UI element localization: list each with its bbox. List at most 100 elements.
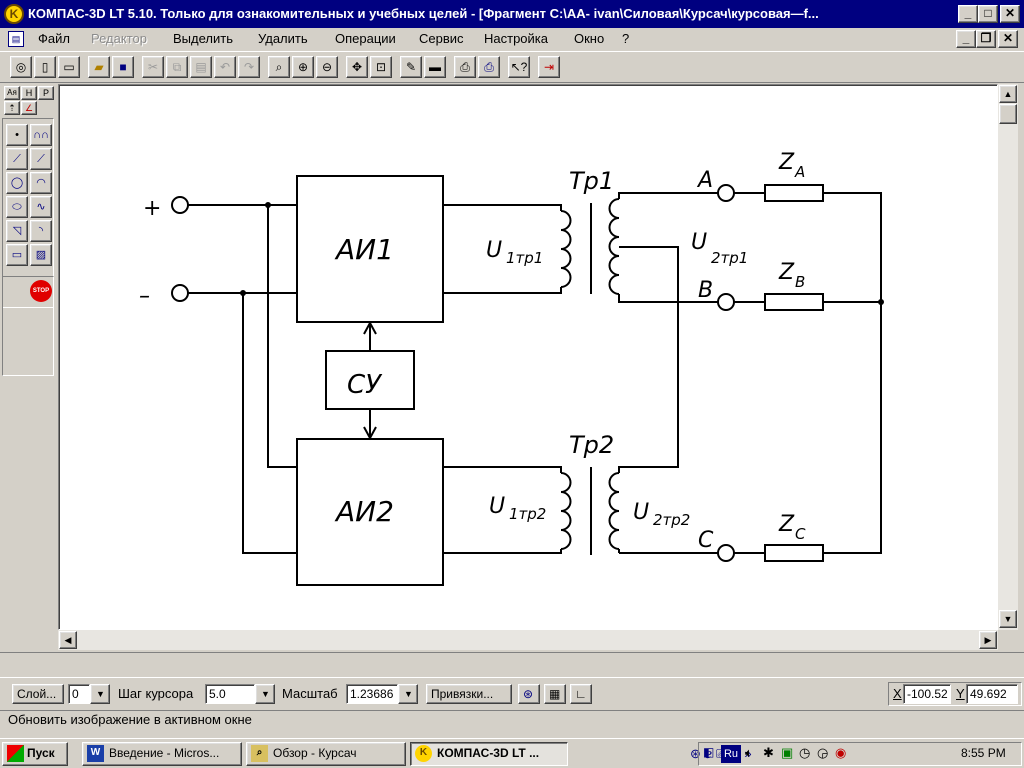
title-bar[interactable]: K КОМПАС-3D LT 5.10. Только для ознакоми…	[0, 0, 1024, 28]
layer-dropdown[interactable]: ▼	[90, 684, 110, 704]
minus-label: –	[139, 284, 150, 309]
fit-all-button[interactable]: ⊡	[370, 56, 392, 78]
task-explorer[interactable]: ⌕ Обзор - Курсач	[246, 742, 406, 766]
x-coordinate[interactable]: -100.52	[903, 684, 951, 704]
hatch-tool[interactable]: ▨	[30, 244, 52, 266]
menu-delete[interactable]: Удалить	[258, 31, 308, 46]
menu-help[interactable]: ?	[622, 31, 630, 46]
scale-field[interactable]: 1.23686	[346, 684, 398, 704]
spider-icon[interactable]: ✱	[763, 745, 774, 760]
menu-window[interactable]: Окно	[574, 31, 605, 46]
menu-file[interactable]: Файл	[38, 31, 70, 46]
tab-parameters[interactable]: P	[38, 86, 54, 100]
properties-button[interactable]: ◎	[10, 56, 32, 78]
pan-button[interactable]: ✥	[346, 56, 368, 78]
paste-button[interactable]: ▤	[190, 56, 212, 78]
step-field[interactable]: 5.0	[205, 684, 255, 704]
layer-button[interactable]: Слой...	[12, 684, 64, 704]
ortho-toggle[interactable]: ∟	[570, 684, 592, 704]
step-dropdown[interactable]: ▼	[255, 684, 275, 704]
segment-tool[interactable]: ⟋	[6, 148, 28, 170]
auxiliary-tool[interactable]: ∩∩	[30, 124, 52, 146]
close-button[interactable]: ✕	[1000, 5, 1020, 23]
tray-clock[interactable]: 8:55 PM	[961, 746, 1006, 760]
start-button[interactable]: Пуск	[2, 742, 68, 766]
copy-button[interactable]: ⧉	[166, 56, 188, 78]
zoom-in-button[interactable]: ⊕	[292, 56, 314, 78]
ellipse-tool[interactable]: ⬭	[6, 196, 28, 218]
y-coordinate[interactable]: 49.692	[966, 684, 1018, 704]
zoom-window-button[interactable]: ⌕	[268, 56, 290, 78]
draw-button[interactable]: ✎	[400, 56, 422, 78]
tab-text[interactable]: Ая	[4, 86, 20, 100]
arc-tool[interactable]: ◠	[30, 172, 52, 194]
layer-field[interactable]: 0	[68, 684, 90, 704]
open-button[interactable]: ▰	[88, 56, 110, 78]
minimize-button[interactable]: _	[958, 5, 978, 23]
print-button[interactable]: ⎙	[478, 56, 500, 78]
undo-button[interactable]: ↶	[214, 56, 236, 78]
clock-icon[interactable]: ◷	[799, 745, 811, 760]
task-word[interactable]: W Введение - Micros...	[82, 742, 242, 766]
doc-minimize-button[interactable]: _	[956, 30, 976, 48]
maximize-button[interactable]: □	[978, 5, 998, 23]
new-fragment-icon: ▭	[63, 60, 75, 74]
quick-launch-ie-icon[interactable]: ℯ	[704, 746, 713, 761]
tab-edit[interactable]: ∠	[21, 101, 37, 115]
menu-operations[interactable]: Операции	[335, 31, 396, 46]
scroll-left-button[interactable]: ◀	[59, 631, 77, 649]
clock-icon-2[interactable]: ◶	[817, 745, 829, 760]
snap-toggle[interactable]: ⊛	[518, 684, 540, 704]
antivirus-icon[interactable]: ◉	[835, 745, 847, 760]
chevron-right-icon[interactable]: »	[744, 746, 752, 761]
redo-button[interactable]: ↷	[238, 56, 260, 78]
drawing-canvas[interactable]: + – АИ1 АИ2 СУ Тр1 Тр2 U 1тр1 U 2тр1 U 1…	[58, 84, 998, 630]
spline-tool[interactable]: ∿	[30, 196, 52, 218]
horizontal-scrollbar[interactable]: ◀ ▶	[58, 630, 998, 650]
junction-dots	[240, 202, 884, 305]
cut-button[interactable]: ✂	[142, 56, 164, 78]
regenerate-button[interactable]: ▬	[424, 56, 446, 78]
menu-bar: ▤ Файл Редактор Выделить Удалить Операци…	[0, 28, 1024, 51]
menu-settings[interactable]: Настройка	[484, 31, 548, 46]
doc-restore-button[interactable]: ❐	[976, 30, 996, 48]
quick-launch-word-icon[interactable]: ⊛	[690, 746, 701, 761]
rectangle-tool[interactable]: ▭	[6, 244, 28, 266]
help-pointer-button[interactable]: ↖?	[508, 56, 530, 78]
vertical-scroll-thumb[interactable]	[999, 104, 1017, 124]
language-indicator[interactable]: Ru	[721, 745, 741, 763]
save-button[interactable]: ■	[112, 56, 134, 78]
snap-button[interactable]: Привязки...	[426, 684, 512, 704]
tray-network-icon[interactable]: ◧	[703, 745, 715, 759]
polyline-tool[interactable]: ⟋	[30, 148, 52, 170]
volume-icon[interactable]: 🔈︎	[745, 745, 753, 760]
scroll-down-button[interactable]: ▼	[999, 610, 1017, 628]
tab-dimensions[interactable]: H	[21, 86, 37, 100]
task-kompas[interactable]: K КОМПАС-3D LT ...	[410, 742, 568, 766]
zoom-out-button[interactable]: ⊖	[316, 56, 338, 78]
monitor-icon[interactable]: ▣	[781, 745, 794, 760]
edit-icon: ∠	[24, 103, 34, 113]
document-icon[interactable]: ▤	[8, 31, 24, 47]
scroll-right-button[interactable]: ▶	[979, 631, 997, 649]
exit-button[interactable]: ⇥	[538, 56, 560, 78]
point-tool[interactable]: •	[6, 124, 28, 146]
tab-geometry[interactable]: ⇡	[4, 101, 20, 115]
menu-editor[interactable]: Редактор	[91, 31, 147, 46]
menu-service[interactable]: Сервис	[419, 31, 464, 46]
menu-select[interactable]: Выделить	[173, 31, 233, 46]
vertical-scrollbar[interactable]: ▲ ▼	[998, 84, 1018, 630]
grid-toggle[interactable]: ▦	[544, 684, 566, 704]
chamfer-tool[interactable]: ◹	[6, 220, 28, 242]
stop-button[interactable]: STOP	[30, 280, 52, 302]
doc-close-button[interactable]: ✕	[998, 30, 1018, 48]
fillet-tool[interactable]: ◝	[30, 220, 52, 242]
new-document-button[interactable]: ▯	[34, 56, 56, 78]
circle-tool[interactable]: ◯	[6, 172, 28, 194]
u1tr2-sub: 1тр2	[509, 505, 546, 523]
circuit-diagram: + – АИ1 АИ2 СУ Тр1 Тр2 U 1тр1 U 2тр1 U 1…	[139, 150, 884, 586]
scale-dropdown[interactable]: ▼	[398, 684, 418, 704]
scroll-up-button[interactable]: ▲	[999, 85, 1017, 103]
new-fragment-button[interactable]: ▭	[58, 56, 80, 78]
print-preview-button[interactable]: ⎙	[454, 56, 476, 78]
